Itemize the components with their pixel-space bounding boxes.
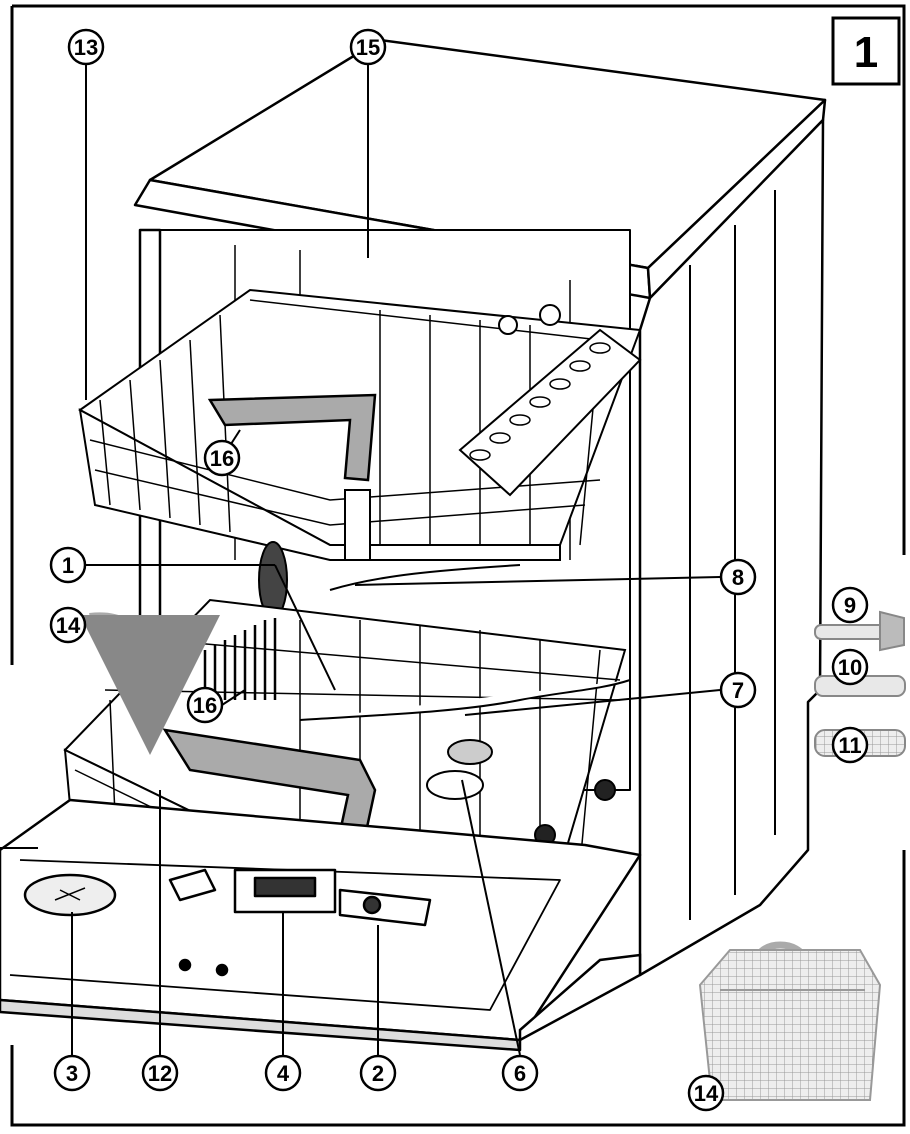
svg-text:9: 9 (844, 593, 856, 618)
callout-16-lower: 16 (186, 686, 224, 724)
callout-9: 9 (831, 586, 869, 624)
callout-11: 11 (831, 726, 869, 764)
svg-text:8: 8 (732, 565, 744, 590)
callout-15: 15 (349, 28, 387, 66)
callout-7: 7 (719, 671, 757, 709)
leader-lines (0, 65, 721, 1056)
plinth (518, 953, 642, 1043)
svg-text:14: 14 (56, 613, 81, 638)
svg-text:1: 1 (62, 553, 74, 578)
cutlery-rack (458, 304, 642, 497)
callout-6: 6 (501, 1054, 539, 1092)
svg-text:6: 6 (514, 1061, 526, 1086)
svg-text:15: 15 (356, 35, 380, 60)
callout-13: 13 (67, 28, 105, 66)
svg-text:7: 7 (732, 678, 744, 703)
svg-text:13: 13 (74, 35, 98, 60)
svg-text:12: 12 (148, 1061, 172, 1086)
lower-spray-arm (299, 679, 631, 800)
svg-text:10: 10 (838, 655, 862, 680)
page-frame (10, 4, 906, 1127)
callout-2: 2 (359, 1054, 397, 1092)
upper-basket-handle (207, 393, 377, 482)
callout-12: 12 (141, 1054, 179, 1092)
callout-1: 1 (49, 546, 87, 584)
callout-4: 4 (264, 1054, 302, 1092)
cutlery-basket (698, 941, 882, 1101)
svg-text:14: 14 (694, 1081, 719, 1106)
callout-14-lower: 14 (687, 1074, 725, 1112)
callout-16-upper: 16 (203, 439, 241, 477)
callout-3: 3 (53, 1054, 91, 1092)
svg-text:16: 16 (193, 693, 217, 718)
figure-number: 1 (854, 28, 878, 77)
figure-number-box: 1 (831, 16, 901, 86)
svg-text:2: 2 (372, 1061, 384, 1086)
insertion-arrow (79, 612, 220, 755)
rinse-aid-dispenser (338, 888, 432, 927)
callout-8: 8 (719, 558, 757, 596)
callouts: 13 15 16 1 8 14 9 10 (49, 28, 869, 1112)
svg-text:11: 11 (838, 733, 861, 758)
svg-text:3: 3 (66, 1061, 78, 1086)
svg-text:4: 4 (277, 1061, 290, 1086)
callout-10: 10 (831, 648, 869, 686)
callout-14-upper: 14 (49, 606, 87, 644)
svg-text:16: 16 (210, 446, 234, 471)
side-panel (638, 118, 825, 977)
